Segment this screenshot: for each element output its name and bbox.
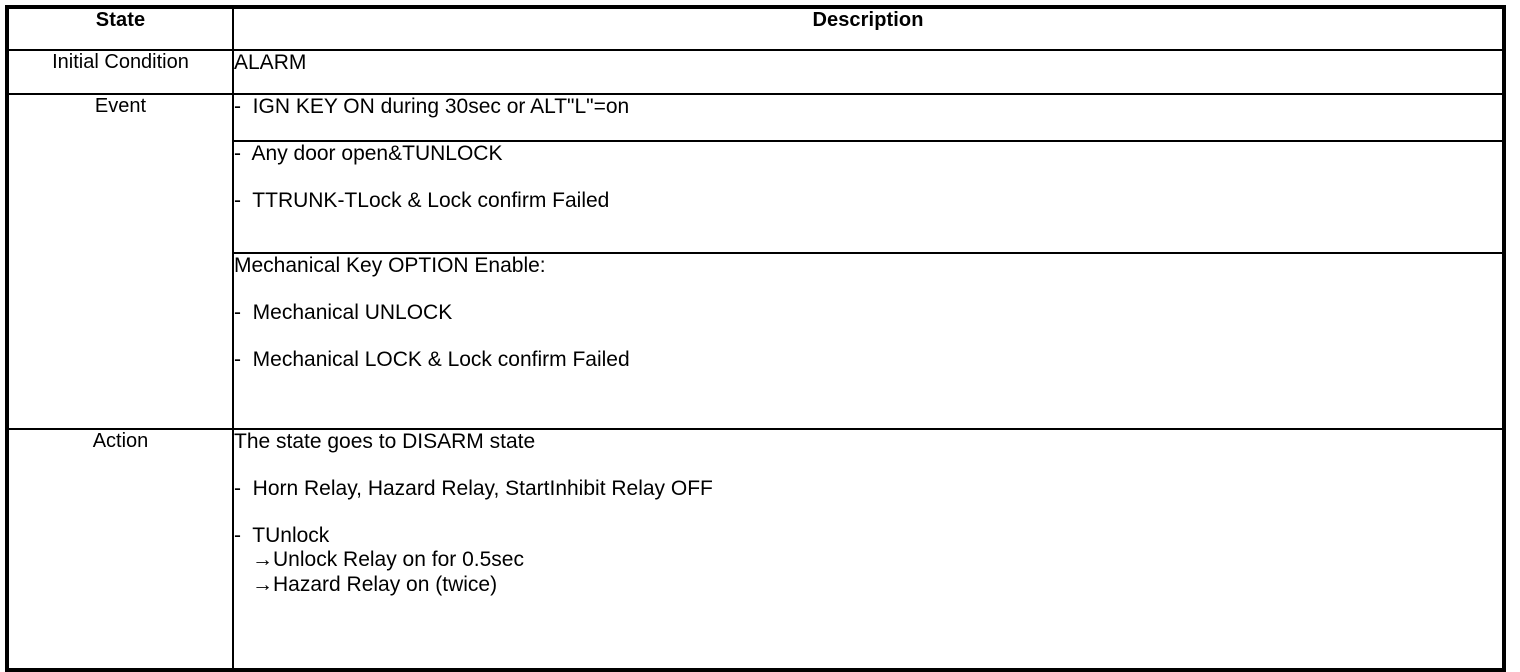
state-description-table: State Description Initial Condition ALAR…: [5, 5, 1506, 672]
text-mech-unlock: - Mechanical UNLOCK: [234, 300, 453, 324]
spacer: [234, 326, 1502, 348]
description-cell-action: The state goes to DISARM state - Horn Re…: [232, 428, 1505, 671]
text-action-disarm: The state goes to DISARM state: [234, 430, 536, 453]
text-event-anydoor: - Any door open&TUNLOCK: [234, 142, 503, 165]
description-cell-event-door: - Any door open&TUNLOCK - TTRUNK-TLock &…: [232, 140, 1505, 254]
table-row: Action The state goes to DISARM state - …: [6, 428, 1505, 671]
description-cell-event-mechanical: Mechanical Key OPTION Enable: - Mechanic…: [232, 252, 1505, 430]
state-cell-action: Action: [6, 428, 234, 671]
table-row: Mechanical Key OPTION Enable: - Mechanic…: [7, 252, 1505, 430]
text-action-hazard-relay: →Hazard Relay on (twice): [252, 573, 498, 597]
text-mech-lock: - Mechanical LOCK & Lock confirm Failed: [234, 347, 630, 371]
state-cell-event: Event: [6, 93, 234, 430]
text-action-tunlock: - TUnlock: [234, 523, 330, 547]
text-alarm: ALARM: [234, 51, 307, 74]
column-header-state: State: [6, 6, 234, 51]
text-action-relays-off: - Horn Relay, Hazard Relay, StartInhibit…: [234, 476, 713, 500]
table-row: Initial Condition ALARM: [6, 49, 1505, 95]
spacer: [234, 502, 1502, 524]
text-action-unlock-relay: →Unlock Relay on for 0.5sec: [252, 548, 524, 572]
spacer: [234, 279, 1502, 301]
state-cell-initial-condition: Initial Condition: [6, 49, 234, 95]
text-event-ttrunk: - TTRUNK-TLock & Lock confirm Failed: [234, 188, 610, 212]
text-event-ign: - IGN KEY ON during 30sec or ALT"L"=on: [234, 95, 630, 118]
spacer: [234, 167, 1502, 189]
description-cell-initial-condition: ALARM: [232, 49, 1505, 95]
column-header-description: Description: [232, 6, 1505, 51]
table-row: Event - IGN KEY ON during 30sec or ALT"L…: [6, 93, 1505, 430]
table-header-row: State Description: [6, 6, 1505, 51]
spacer: [234, 455, 1502, 477]
table-row: - Any door open&TUNLOCK - TTRUNK-TLock &…: [7, 140, 1505, 254]
description-cell-event-ign: - IGN KEY ON during 30sec or ALT"L"=on: [232, 93, 1505, 142]
text-mech-title: Mechanical Key OPTION Enable:: [234, 254, 546, 277]
